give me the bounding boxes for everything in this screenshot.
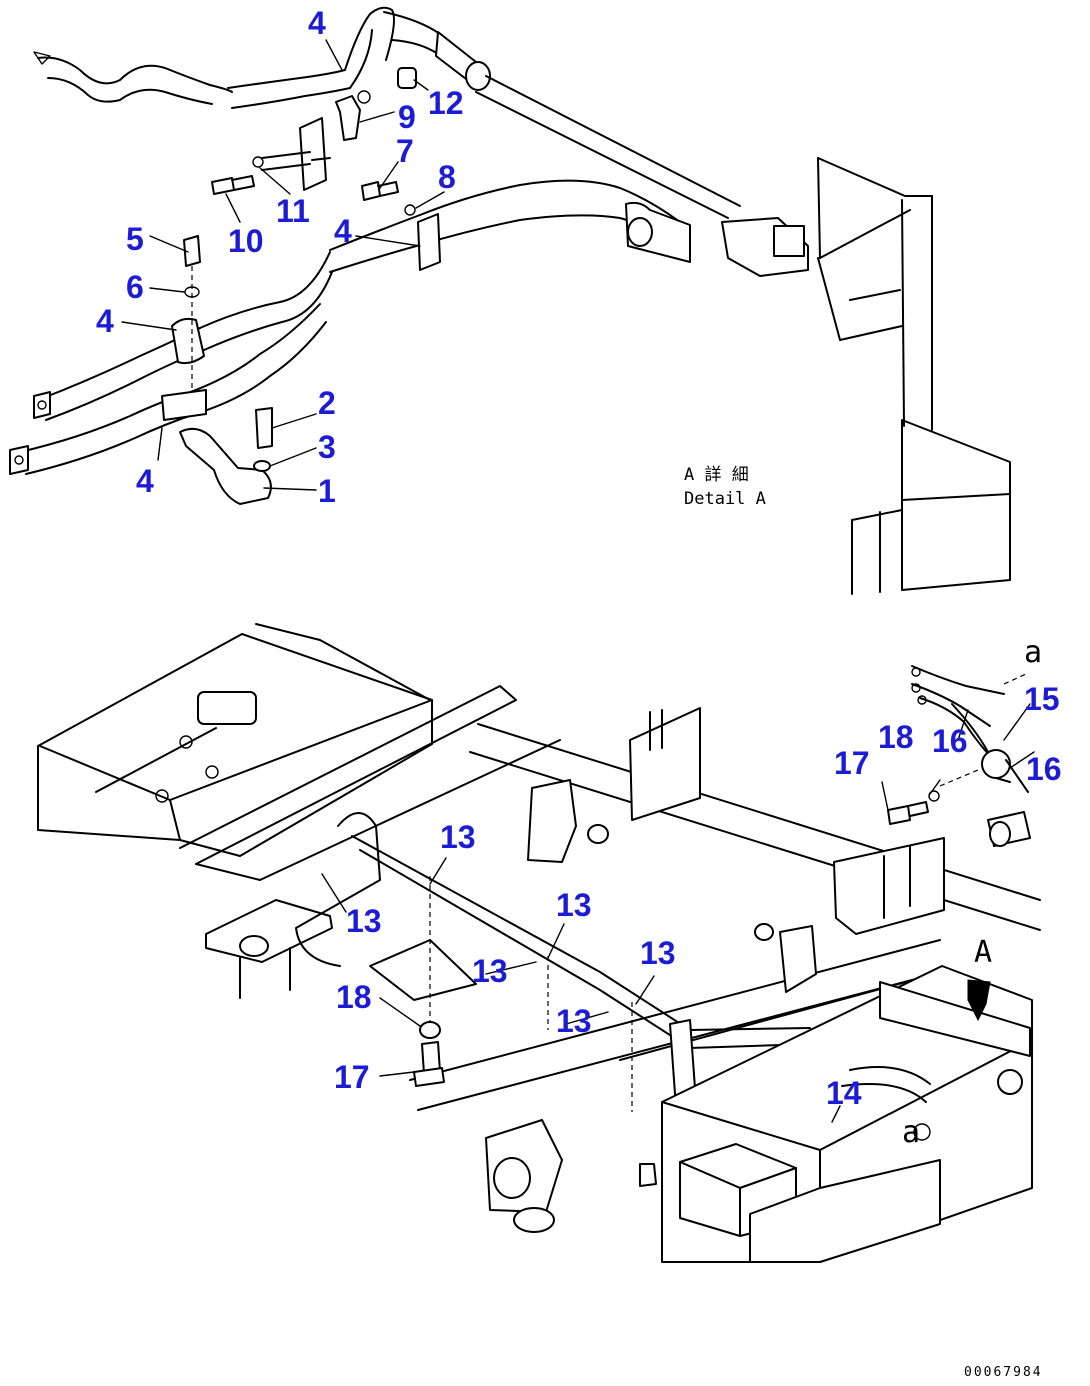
callout-2: 2 (318, 385, 336, 421)
callout-16: 16 (1026, 751, 1062, 787)
callout-13: 13 (440, 819, 476, 855)
connection-marker-a-top: a (1024, 635, 1042, 670)
callout-13: 13 (472, 953, 508, 989)
callout-13: 13 (346, 903, 382, 939)
detail-label-english: Detail A (684, 489, 766, 509)
detail-label-japanese: A 詳 細 (684, 465, 749, 485)
callout-labels: 4 9 12 7 8 5 11 10 4 6 4 2 3 4 1 15 18 1… (96, 5, 1062, 1111)
connection-marker-a-bottom: a (902, 1115, 920, 1150)
callout-15: 15 (1024, 681, 1060, 717)
callout-13: 13 (640, 935, 676, 971)
callout-1: 1 (318, 473, 336, 509)
detail-a-view (9, 6, 1011, 595)
view-marker-a: A (974, 935, 992, 970)
callout-8: 8 (438, 159, 456, 195)
callout-12: 12 (428, 85, 464, 121)
callout-16: 16 (932, 723, 968, 759)
callout-11: 11 (276, 193, 310, 229)
callout-4: 4 (334, 213, 352, 249)
drawing-code: 00067984 (964, 1365, 1043, 1380)
callout-6: 6 (126, 269, 144, 305)
callout-4: 4 (136, 463, 154, 499)
callout-17: 17 (834, 745, 870, 781)
callout-5: 5 (126, 221, 144, 257)
callout-3: 3 (318, 429, 336, 465)
callout-18: 18 (878, 719, 914, 755)
callout-18: 18 (336, 979, 372, 1015)
leader-lines (121, 39, 1035, 1123)
main-assembly-view (37, 623, 1041, 1263)
callout-7: 7 (396, 133, 414, 169)
callout-13: 13 (556, 887, 592, 923)
callout-9: 9 (398, 99, 416, 135)
callout-10: 10 (228, 223, 264, 259)
callout-13: 13 (556, 1003, 592, 1039)
callout-4: 4 (96, 303, 114, 339)
switch-assembly (887, 665, 1031, 847)
callout-14: 14 (826, 1075, 862, 1111)
callout-17: 17 (334, 1059, 370, 1095)
callout-4: 4 (308, 5, 326, 41)
